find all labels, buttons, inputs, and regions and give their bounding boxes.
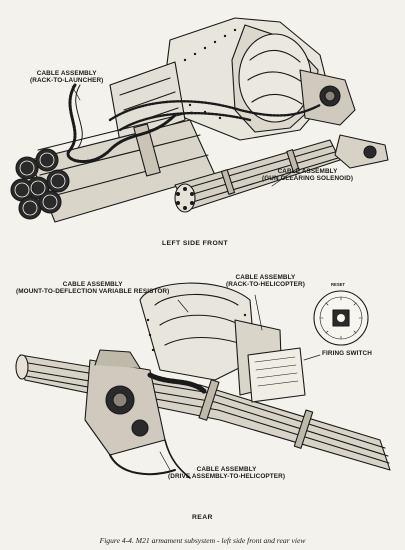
firing-switch-box <box>247 347 321 403</box>
label-mount-to-deflection: CABLE ASSEMBLY (MOUNT-TO-DEFLECTION VARI… <box>16 281 170 296</box>
label-drive-assembly-to-helicopter: CABLE ASSEMBLY (DRIVE ASSEMBLY-TO-HELICO… <box>168 466 286 481</box>
reset-dial-inset <box>313 290 369 346</box>
label-gun-clearing-solenoid: CABLE ASSEMBLY (GUN CLEARING SOLENOID) <box>262 168 354 183</box>
label-rack-to-launcher: CABLE ASSEMBLY (RACK-TO-LAUNCHER) <box>30 70 104 85</box>
figure-caption: Figure 4-4. M21 armament subsystem - lef… <box>99 536 306 545</box>
bottom-assembly-drawing <box>15 282 391 479</box>
rocket-launcher <box>10 111 216 223</box>
label-firing-switch: FIRING SWITCH <box>322 350 372 357</box>
top-assembly-drawing <box>10 17 389 223</box>
view-title-rear: REAR <box>192 514 213 521</box>
label-rack-to-helicopter: CABLE ASSEMBLY (RACK-TO-HELICOPTER) <box>226 274 305 289</box>
label-reset: RESET <box>331 282 345 287</box>
view-title-left-side-front: LEFT SIDE FRONT <box>162 240 229 247</box>
